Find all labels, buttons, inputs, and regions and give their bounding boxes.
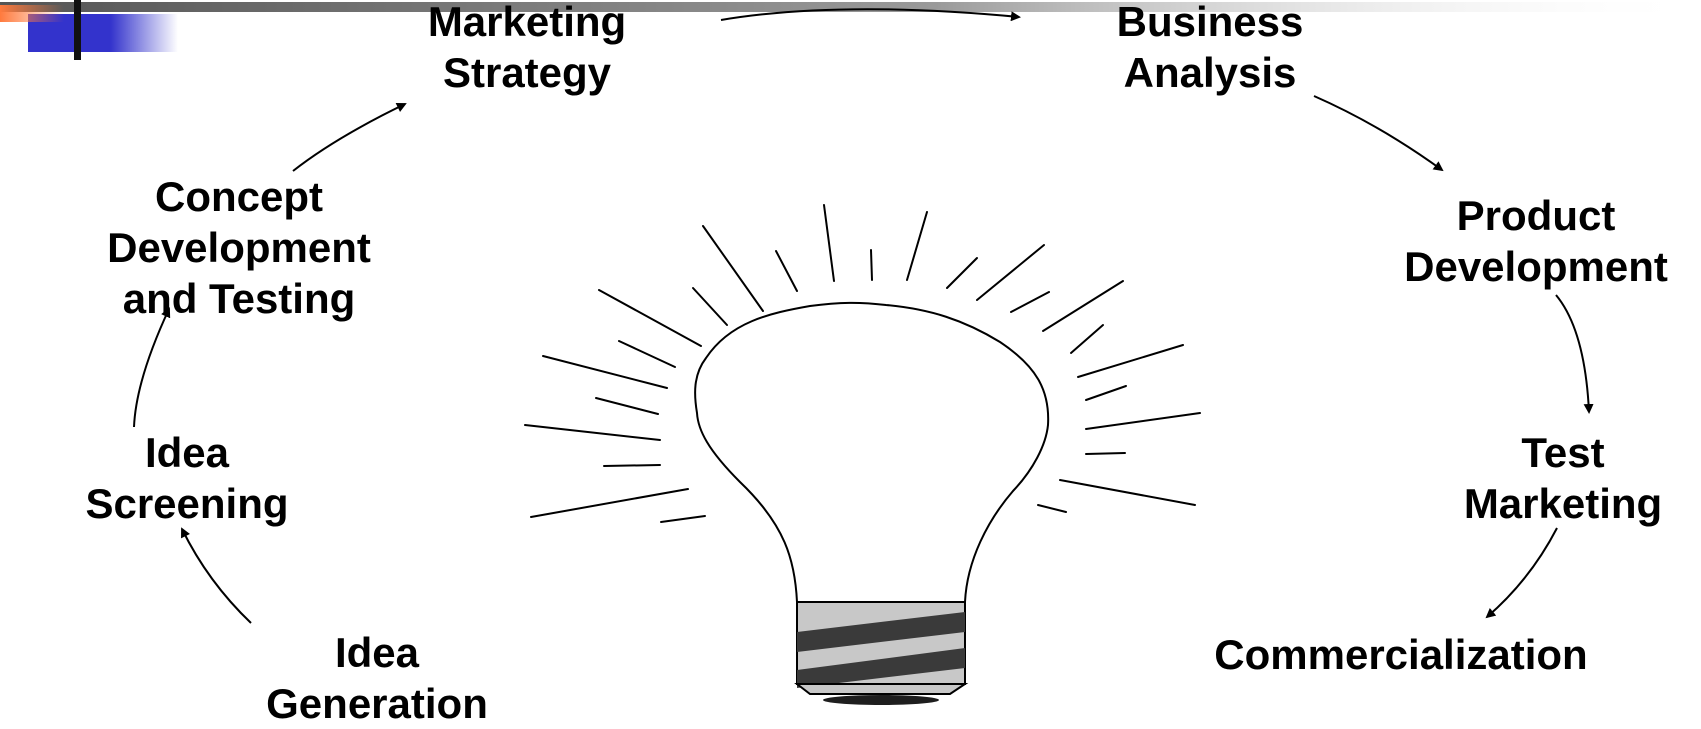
step-product-development: Product Development	[1376, 190, 1696, 292]
step-line: Generation	[266, 680, 488, 727]
arrow-screening-to-concept	[133, 307, 171, 428]
step-line: Commercialization	[1214, 631, 1588, 678]
step-line: Business	[1116, 0, 1304, 45]
step-idea-screening: Idea Screening	[57, 427, 317, 529]
bulb-rays	[524, 204, 1201, 523]
step-idea-generation: Idea Generation	[237, 627, 517, 729]
slide-corner-logo	[0, 0, 1701, 60]
arrow-test-to-commercialization	[1485, 527, 1558, 619]
step-line: Test	[1521, 429, 1605, 476]
step-concept-development: Concept Development and Testing	[79, 171, 399, 324]
bulb-glass	[694, 301, 1050, 603]
step-line: Marketing	[427, 0, 627, 45]
step-line: Strategy	[442, 49, 612, 96]
step-test-marketing: Test Marketing	[1443, 427, 1683, 529]
step-line: and Testing	[122, 275, 356, 322]
step-line: Idea	[144, 429, 230, 476]
step-line: Idea	[334, 629, 420, 676]
step-line: Screening	[85, 480, 289, 527]
arrow-concept-to-strategy	[292, 102, 407, 172]
step-line: Product	[1456, 192, 1616, 239]
step-line: Concept	[155, 173, 323, 220]
step-line: Development	[1404, 243, 1668, 290]
arrow-analysis-to-development	[1313, 95, 1444, 172]
step-line: Analysis	[1123, 49, 1297, 96]
step-marketing-strategy: Marketing Strategy	[397, 0, 657, 98]
step-business-analysis: Business Analysis	[1085, 0, 1335, 98]
step-line: Marketing	[1463, 480, 1663, 527]
arrow-development-to-test	[1555, 294, 1594, 414]
bulb-screw-base	[794, 601, 969, 705]
arrow-strategy-to-analysis	[720, 8, 1021, 22]
step-commercialization: Commercialization	[1181, 629, 1621, 680]
arrow-generation-to-screening	[181, 527, 252, 624]
step-line: Development	[107, 224, 371, 271]
